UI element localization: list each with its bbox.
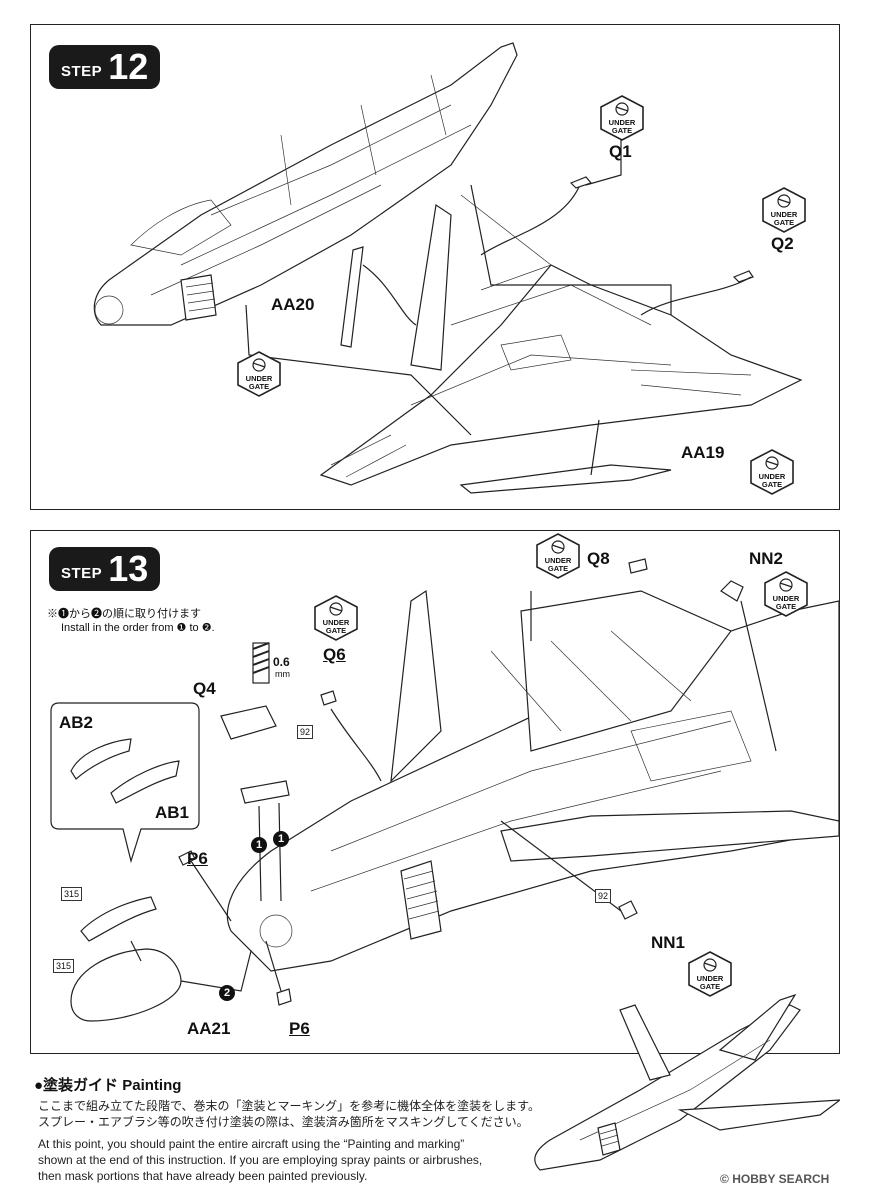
thickness-value: 0.6: [273, 655, 290, 669]
ab-assembly-part: [80, 896, 157, 942]
step-12-badge: STEP 12: [49, 45, 161, 89]
step-number: 12: [108, 46, 149, 87]
part-tag-315: 315: [61, 887, 83, 901]
order-note-jp: ※❶から❷の順に取り付けます: [47, 608, 201, 620]
part-tag-92: 92: [297, 725, 314, 739]
part-tag-315: 315: [53, 959, 75, 973]
step-13-badge: STEP 13: [49, 547, 161, 591]
painting-jp-line2: スプレー・エアブラシ等の吹き付け塗装の際は、塗装済み箇所をマスキングしてください…: [38, 1115, 529, 1129]
step-word: STEP: [61, 564, 103, 582]
panel-guide: [258, 802, 282, 902]
aircraft-overview-illustration: [534, 993, 840, 1171]
nn2-part: [720, 580, 744, 602]
q1-guide: [480, 186, 580, 256]
label-aa21: AA21: [187, 1019, 231, 1038]
step-12-illustration: [93, 42, 803, 494]
order-mark-2: 2: [219, 985, 235, 1001]
wing-guide: [470, 184, 672, 315]
p6-bottom-guide: [265, 940, 282, 992]
q1-part: [569, 176, 593, 189]
aa20-guide: [362, 264, 417, 326]
aa21-part: [70, 948, 182, 1022]
q2-part: [732, 270, 754, 283]
ab2-part: [70, 738, 132, 780]
label-q4: Q4: [193, 679, 216, 698]
nn2-guide: [740, 600, 777, 752]
aa20-part: [340, 246, 364, 348]
step-12-panel: STEP 12: [30, 24, 840, 510]
label-p6-bottom: P6: [289, 1019, 310, 1038]
copyright-icon: ©: [720, 1172, 729, 1186]
p6-top-guide: [190, 860, 232, 922]
painting-guide-title: ●塗装ガイド Painting: [34, 1077, 182, 1094]
order-mark-1b: 1: [273, 831, 289, 847]
step-13-panel: STEP 13 ※❶から❷の順に取り付けます Install in the or…: [30, 530, 840, 1054]
q1-leader: [585, 135, 622, 186]
q2-guide: [640, 276, 752, 316]
q6-guide: [330, 708, 382, 782]
label-nn1: NN1: [651, 933, 686, 952]
label-aa19: AA19: [681, 443, 725, 462]
watermark-text: HOBBY SEARCH: [732, 1172, 830, 1186]
painting-en-line2: shown at the end of this instruction. If…: [38, 1153, 483, 1167]
canopy-guide: [130, 940, 142, 962]
step-word: STEP: [61, 62, 103, 80]
order-mark-1: 1: [251, 837, 267, 853]
part-tag-92: 92: [595, 889, 612, 903]
label-p6-top: P6: [187, 849, 208, 868]
p6-top-part: [178, 850, 196, 866]
q4-part: [220, 705, 277, 740]
fuselage-drawing: [226, 589, 839, 972]
panel-part: [240, 780, 290, 804]
step-13-illustration: [50, 558, 839, 1022]
thickness-unit: mm: [275, 669, 290, 679]
ab1-part: [110, 760, 180, 804]
painting-guide-jp: ここまで組み立てた段階で、巻末の「塗装とマーキング」を参考に機体全体を塗装をしま…: [38, 1098, 540, 1130]
aa19-guide: [590, 419, 600, 476]
q8-part: [628, 558, 648, 574]
gauge-stripes: [252, 642, 270, 674]
label-ab2: AB2: [59, 713, 94, 732]
label-aa20: AA20: [271, 295, 315, 314]
fuselage-drawing: [93, 42, 518, 326]
aa21-guide: [180, 950, 252, 992]
aa19-part: [459, 464, 672, 494]
fuselage-guide: [245, 304, 472, 436]
order-note-en: Install in the order from ❶ to ❷.: [61, 622, 215, 634]
painting-jp-line1: ここまで組み立てた段階で、巻末の「塗装とマーキング」を参考に機体全体を塗装をしま…: [38, 1099, 540, 1113]
step-number: 13: [108, 548, 149, 589]
label-q1: Q1: [609, 142, 632, 161]
label-nn2: NN2: [749, 549, 784, 568]
p6-bottom-part: [276, 988, 292, 1006]
painting-guide-en: At this point, you should paint the enti…: [38, 1136, 482, 1184]
painting-en-line3: then mask portions that have already bee…: [38, 1169, 368, 1183]
nn1-part: [618, 900, 638, 920]
label-ab1: AB1: [155, 803, 190, 822]
wing-drawing: [319, 194, 803, 486]
watermark: © HOBBY SEARCH: [720, 1172, 829, 1186]
label-q8: Q8: [587, 549, 610, 568]
label-q2: Q2: [771, 234, 794, 253]
q6-part: [320, 690, 337, 706]
painting-en-line1: At this point, you should paint the enti…: [38, 1137, 465, 1151]
label-q6: Q6: [323, 645, 346, 664]
